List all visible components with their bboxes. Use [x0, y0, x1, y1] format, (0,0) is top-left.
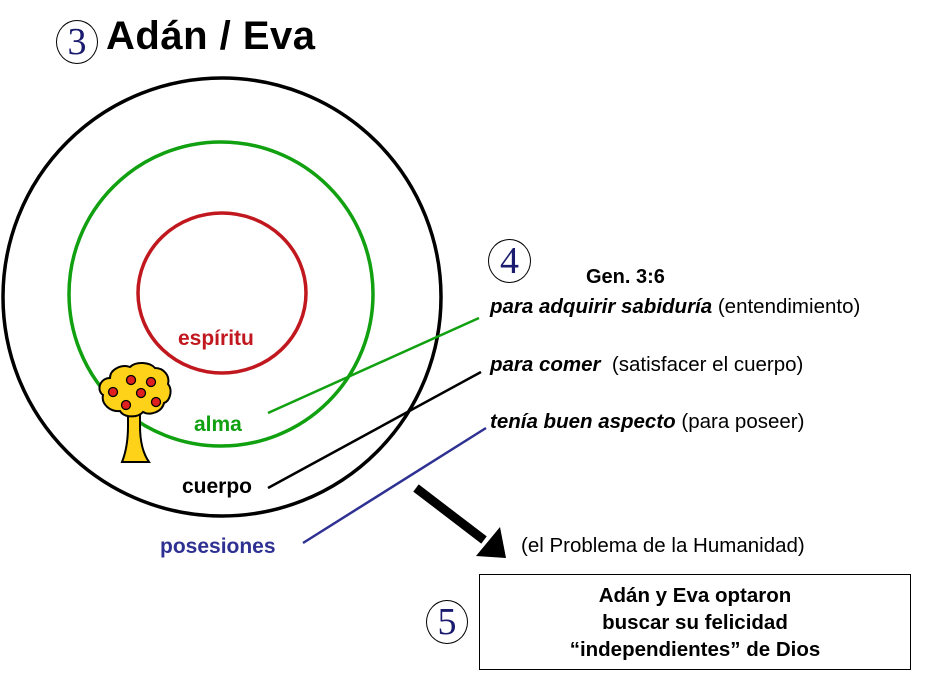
- step-number-5-badge: 5: [426, 600, 468, 644]
- body-label: cuerpo: [182, 475, 253, 498]
- scripture-reference: Gen. 3:6: [586, 266, 665, 288]
- verse-line-eat: para comer (satisfacer el cuerpo): [490, 353, 803, 377]
- verse-note: (entendimiento): [712, 295, 861, 318]
- verse-emphasis: para adquirir sabiduría: [490, 295, 713, 318]
- soul-circle: [67, 140, 375, 448]
- conclusion-line-3: “independientes” de Dios: [569, 637, 821, 661]
- possessions-connector-line: [302, 426, 487, 545]
- arrow-down-right-icon: [413, 484, 506, 558]
- soul-label: alma: [194, 413, 242, 436]
- verse-line-appearance: tenía buen aspecto (para poseer): [490, 410, 804, 434]
- step-number-3-badge: 3: [56, 20, 98, 64]
- verse-emphasis: para comer: [490, 353, 601, 376]
- spirit-circle: [136, 211, 308, 375]
- verse-note: (satisfacer el cuerpo): [600, 353, 804, 376]
- verse-note: (para poseer): [675, 410, 805, 433]
- body-connector-line: [267, 370, 482, 490]
- tree-icon: [98, 362, 172, 463]
- spirit-label: espíritu: [178, 327, 254, 350]
- step-number-5: 5: [437, 601, 457, 643]
- body-circle: [1, 76, 443, 518]
- verse-emphasis: tenía buen aspecto: [490, 410, 676, 433]
- conclusion-line-1: Adán y Eva optaron: [598, 583, 792, 607]
- possessions-label: posesiones: [160, 535, 276, 558]
- conclusion-box: Adán y Eva optaron buscar su felicidad “…: [479, 574, 911, 670]
- step-number-4-badge: 4: [488, 239, 531, 283]
- soul-connector-line: [267, 316, 480, 415]
- verse-line-wisdom: para adquirir sabiduría (entendimiento): [490, 295, 860, 319]
- conclusion-line-2: buscar su felicidad: [602, 610, 788, 634]
- step-number-4: 4: [500, 240, 519, 282]
- step-number-3: 3: [67, 21, 87, 63]
- page-title: Adán / Eva: [106, 14, 316, 58]
- problem-caption: (el Problema de la Humanidad): [521, 534, 805, 557]
